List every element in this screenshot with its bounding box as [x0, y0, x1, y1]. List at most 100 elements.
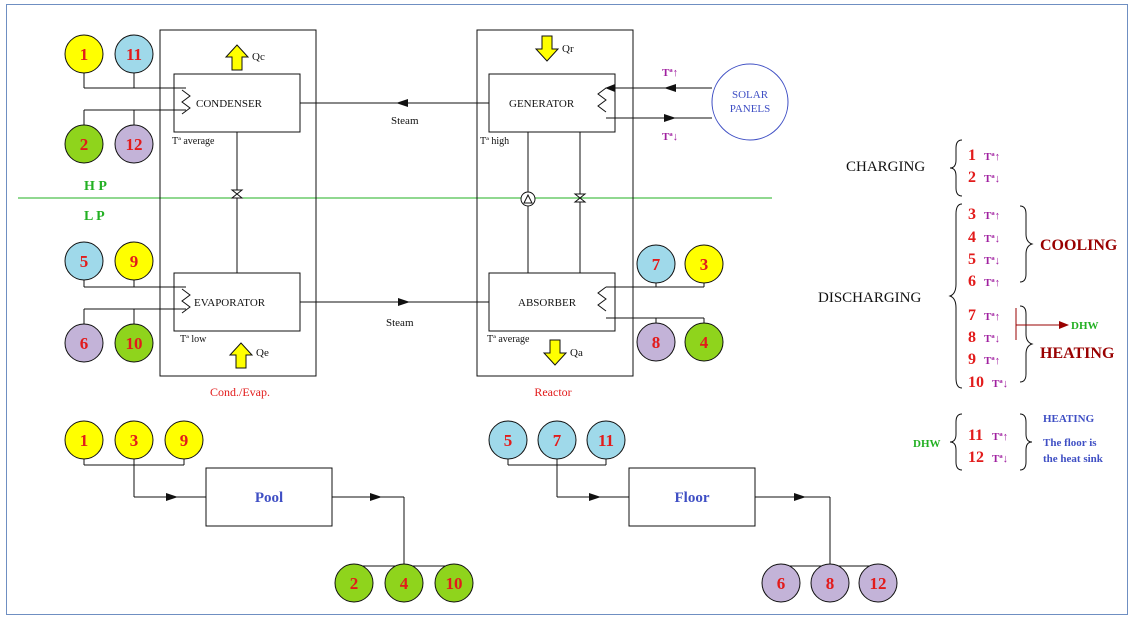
circle-node: 5	[64, 241, 104, 281]
circle-node: 4	[684, 322, 724, 362]
absorber-box	[488, 272, 616, 332]
generator-label: GENERATOR	[509, 98, 575, 110]
expansion-valve-1	[230, 189, 244, 199]
legend-item-temp: Tª↑	[984, 311, 1000, 323]
circle-node-label: 4	[400, 574, 409, 593]
circle-node: 7	[636, 244, 676, 284]
reactor-group	[476, 29, 634, 377]
qr-label: Qr	[562, 43, 574, 55]
solar-label-2: PANELS	[730, 103, 771, 115]
circle-node-label: 8	[826, 574, 835, 593]
circle-node: 3	[684, 244, 724, 284]
legend-item-temp: Tª↓	[984, 173, 1000, 185]
circle-node-label: 3	[700, 255, 709, 274]
legend-item-temp: Tª↑	[984, 210, 1000, 222]
condenser-label: CONDENSER	[196, 98, 263, 110]
circle-node-label: 8	[652, 333, 661, 352]
legend-item-temp: Tª↓	[984, 255, 1000, 267]
expansion-valve-2	[573, 193, 587, 203]
cond-evap-label: Cond./Evap.	[210, 385, 270, 399]
solar-label-1: SOLAR	[732, 89, 769, 101]
circle-node: 9	[114, 241, 154, 281]
floor-return-arrow	[794, 493, 806, 501]
qa-arrow	[542, 339, 568, 366]
legend-item-temp: Tª↑	[984, 151, 1000, 163]
circle-node: 12	[114, 124, 154, 164]
legend-item-number: 2	[968, 169, 976, 186]
circle-node-label: 1	[80, 45, 89, 64]
brace-discharging	[948, 203, 963, 389]
legend-dhw-arrow: DHW	[1071, 320, 1099, 332]
absorber-coil	[597, 286, 607, 312]
solar-panels	[711, 63, 789, 141]
brace-cooling	[1019, 205, 1034, 283]
circle-node: 11	[586, 420, 626, 460]
legend-cooling: COOLING	[1040, 237, 1118, 254]
circle-node: 2	[64, 124, 104, 164]
t-average-condenser: Tª average	[172, 136, 215, 147]
absorber-label: ABSORBER	[518, 297, 577, 309]
diagram-frame	[6, 4, 1128, 615]
legend-item-number: 3	[968, 206, 976, 223]
pool-box	[205, 467, 333, 527]
steam-label-bottom: Steam	[386, 317, 414, 329]
circle-node: 11	[114, 34, 154, 74]
legend-item-temp: Tª↓	[984, 233, 1000, 245]
solar-arrow-out	[664, 114, 676, 122]
solar-t-up: Tª↑	[662, 67, 678, 79]
generator-coil	[597, 87, 607, 113]
circle-node-label: 12	[870, 574, 887, 593]
qe-arrow	[228, 342, 254, 369]
circle-node-label: 12	[126, 135, 143, 154]
qr-arrow	[534, 35, 560, 62]
circle-node-label: 7	[553, 431, 562, 450]
t-average-absorber: Tª average	[487, 334, 530, 345]
circle-node-label: 5	[504, 431, 513, 450]
t-high-generator: Tª high	[480, 136, 509, 147]
solar-arrow-in	[664, 84, 676, 92]
pump-triangle	[523, 193, 533, 204]
qc-label: Qc	[252, 51, 265, 63]
legend-item-temp: Tª↑	[984, 355, 1000, 367]
brace-dhw-left	[949, 413, 963, 471]
pool-label: Pool	[255, 490, 283, 506]
circle-node-label: 11	[126, 45, 142, 64]
legend-item-temp: Tª↓	[984, 333, 1000, 345]
hp-label: H P	[84, 179, 107, 194]
legend-item-number: 5	[968, 251, 976, 268]
lp-label: L P	[84, 209, 105, 224]
circle-node-label: 1	[80, 431, 89, 450]
qa-label: Qa	[570, 347, 583, 359]
circle-node-label: 4	[700, 333, 709, 352]
evaporator-coil	[181, 288, 191, 314]
legend-floor-note-1: The floor is	[1043, 437, 1097, 449]
condenser-coil	[181, 89, 191, 115]
circle-node: 1	[64, 34, 104, 74]
legend-item-number: 9	[968, 351, 976, 368]
circle-node: 6	[761, 563, 801, 603]
floor-box	[628, 467, 756, 527]
qc-arrow	[224, 44, 250, 71]
circle-node: 1	[64, 420, 104, 460]
t-low-evaporator: Tª low	[180, 334, 207, 345]
circle-node: 6	[64, 323, 104, 363]
legend-item-number: 1	[968, 147, 976, 164]
circle-node: 8	[636, 322, 676, 362]
brace-charging	[949, 139, 963, 197]
legend-heating-small: HEATING	[1043, 413, 1095, 425]
pool-return-arrow	[370, 493, 382, 501]
legend-floor-note-2: the heat sink	[1043, 453, 1104, 465]
brace-dhw-right	[1019, 413, 1033, 471]
reactor-label: Reactor	[534, 385, 571, 399]
legend-item-temp: Tª↑	[992, 431, 1008, 443]
floor-label: Floor	[675, 490, 710, 506]
circle-node-label: 9	[180, 431, 189, 450]
steam-label-top: Steam	[391, 115, 419, 127]
circle-node-label: 2	[350, 574, 359, 593]
steam-arrow-top	[396, 99, 408, 107]
circle-node: 4	[384, 563, 424, 603]
circle-node: 7	[537, 420, 577, 460]
legend-item-number: 10	[968, 374, 984, 391]
circle-node-label: 5	[80, 252, 89, 271]
